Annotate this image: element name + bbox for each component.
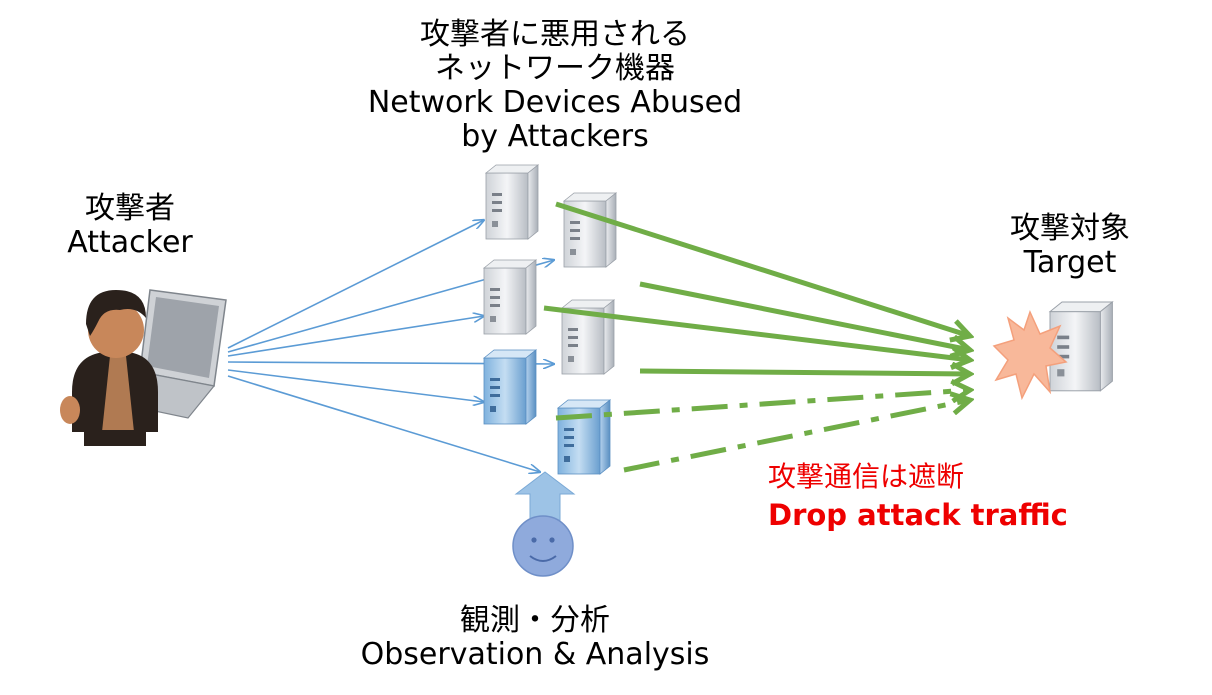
abused-devices-label: 攻撃者に悪用される ネットワーク機器 Network Devices Abuse… — [355, 18, 755, 154]
blocked-traffic-arrow — [555, 390, 970, 421]
drop-traffic-label-en: Drop attack traffic — [768, 498, 1068, 532]
observer-server-icon — [557, 399, 611, 475]
abused-devices-label-en-1: Network Devices Abused — [367, 85, 743, 120]
abused-devices-label-en-2: by Attackers — [461, 119, 649, 154]
attack-link — [227, 220, 484, 349]
target — [992, 301, 1114, 401]
blocked-traffic-arrow — [623, 400, 970, 473]
attacker-label-en: Attacker — [67, 225, 193, 260]
observation-label-en: Observation & Analysis — [360, 637, 710, 672]
up-arrow-icon — [514, 471, 576, 521]
attack-link — [227, 316, 484, 357]
abused-devices-label-ja-1: 攻撃者に悪用される — [420, 17, 690, 52]
observation — [512, 471, 576, 577]
observation-label: 観測・分析 Observation & Analysis — [355, 604, 715, 672]
traffic-arrow — [555, 201, 970, 336]
drop-traffic-label-ja: 攻撃通信は遮断 — [768, 460, 965, 493]
explosion-icon — [992, 309, 1068, 401]
abusive-traffic — [543, 201, 970, 473]
attack-link — [227, 375, 540, 472]
attack-links — [227, 220, 554, 472]
attacker-label: 攻撃者 Attacker — [30, 192, 230, 260]
abused-devices-label-ja-2: ネットワーク機器 — [435, 51, 675, 86]
attacker-label-ja: 攻撃者 — [85, 191, 175, 226]
attack-link — [227, 369, 484, 402]
abused-server-icon — [485, 164, 539, 240]
person-icon — [60, 290, 158, 446]
traffic-arrow — [639, 371, 970, 374]
attacker-figure — [60, 289, 227, 446]
abused-server-icon — [563, 192, 617, 268]
target-label-en: Target — [1023, 245, 1117, 280]
smiley-face-icon — [512, 515, 574, 577]
observation-label-ja: 観測・分析 — [460, 603, 610, 638]
traffic-arrow — [543, 305, 970, 360]
drop-traffic-label: 攻撃通信は遮断 Drop attack traffic — [768, 458, 1068, 534]
observer-server-icon — [483, 349, 537, 425]
abused-devices — [483, 164, 617, 475]
target-label: 攻撃対象 Target — [970, 212, 1170, 280]
traffic-arrow — [639, 281, 970, 350]
target-server-icon — [1049, 301, 1114, 392]
target-label-ja: 攻撃対象 — [1010, 211, 1130, 246]
abused-server-icon — [483, 259, 537, 335]
